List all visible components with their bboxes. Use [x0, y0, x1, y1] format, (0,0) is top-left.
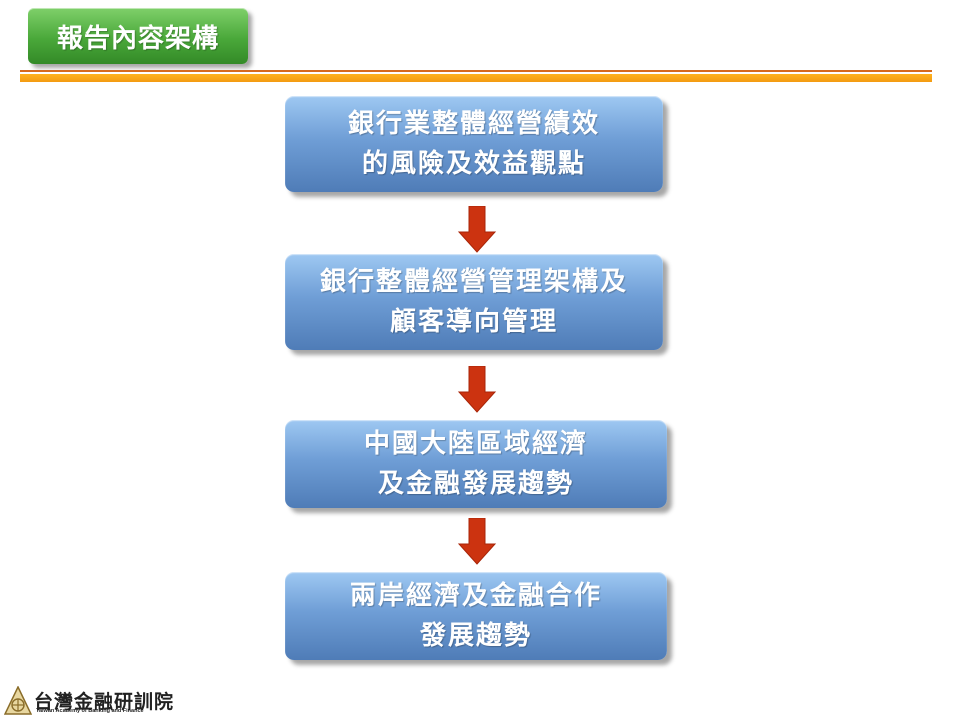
page-title: 報告內容架構	[28, 8, 248, 64]
org-emblem-icon	[4, 686, 32, 715]
org-logo: 台灣金融研訓院 Taiwan Academy of Banking and Fi…	[4, 686, 184, 718]
flow-step-1-line-1: 銀行業整體經營績效	[347, 109, 600, 139]
down-arrow-icon	[457, 366, 497, 413]
flow-step-2: 銀行整體經營管理架構及 顧客導向管理	[285, 254, 663, 350]
header-rule-thick	[20, 74, 932, 82]
down-arrow-icon	[457, 518, 497, 565]
flow-step-1: 銀行業整體經營績效 的風險及效益觀點	[285, 96, 663, 192]
flow-step-4-line-2: 發展趨勢	[419, 621, 532, 651]
flow-step-3-line-2: 及金融發展趨勢	[377, 469, 574, 499]
flow-step-4: 兩岸經濟及金融合作 發展趨勢	[285, 572, 667, 660]
header-rule-thin	[20, 70, 932, 72]
flow-step-1-line-2: 的風險及效益觀點	[361, 149, 586, 179]
flow-step-2-line-2: 顧客導向管理	[389, 307, 558, 337]
flow-step-4-line-1: 兩岸經濟及金融合作	[349, 581, 602, 611]
org-name-en: Taiwan Academy of Banking and Finance	[36, 708, 144, 714]
org-name: 台灣金融研訓院	[34, 691, 175, 713]
flow-step-3-line-1: 中國大陸區域經濟	[363, 429, 588, 459]
down-arrow-icon	[457, 206, 497, 253]
flow-step-3: 中國大陸區域經濟 及金融發展趨勢	[285, 420, 667, 508]
flow-step-2-line-1: 銀行整體經營管理架構及	[319, 267, 628, 297]
